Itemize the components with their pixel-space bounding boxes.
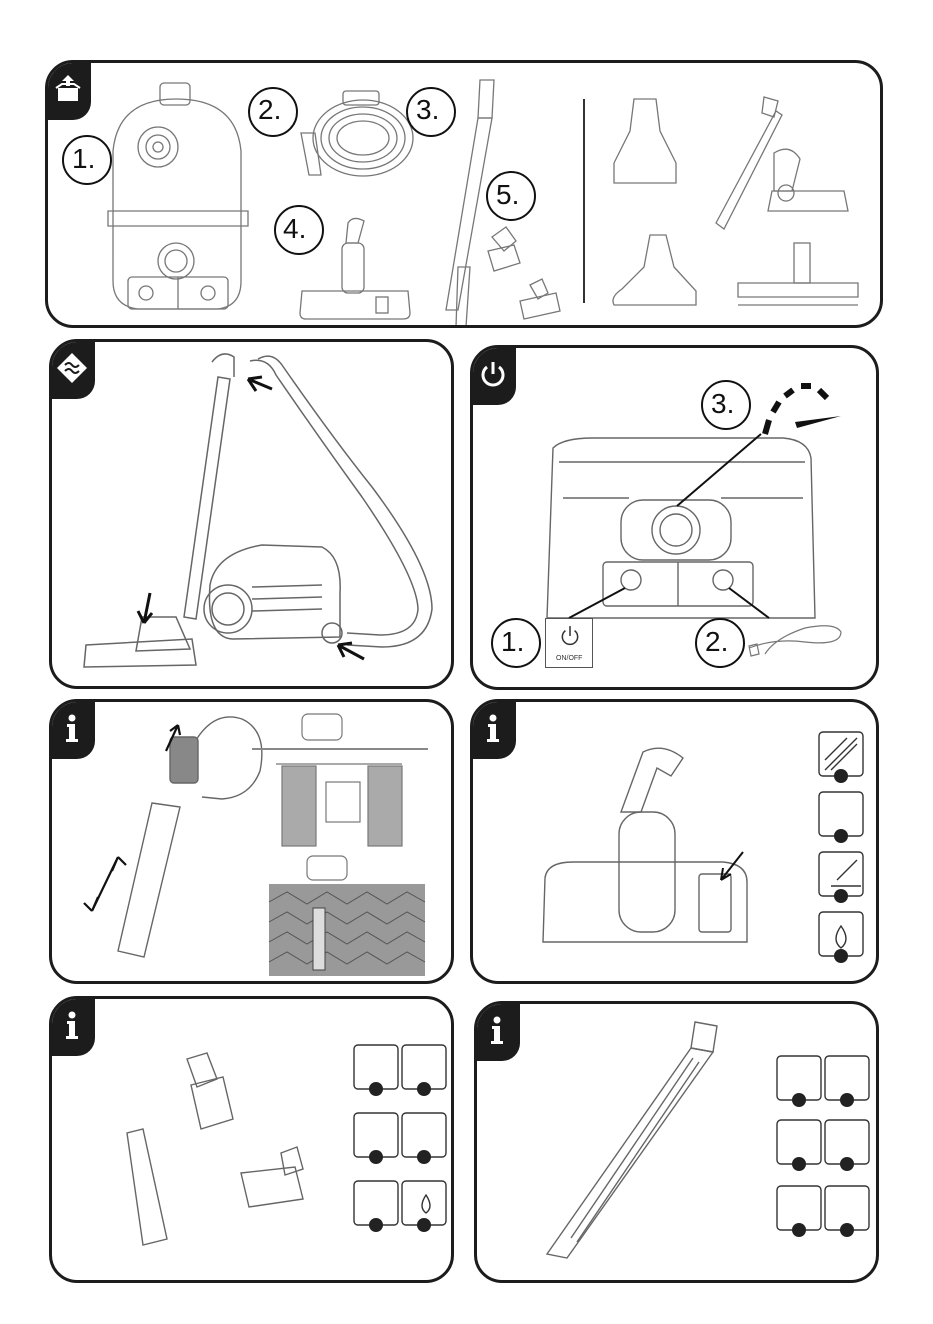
panel-assembly [49,339,454,689]
assembled-vacuum-illustration [72,347,452,687]
curtain-cleaning-illustration [272,712,422,852]
optional-accessories-illustration [604,83,864,323]
info-icon [480,1013,514,1047]
control-panel-illustration [533,428,833,628]
info-icon [476,711,510,745]
tab-unpack [45,60,91,120]
step-5-label: 5. [496,179,519,211]
step-2-label: 2. [258,94,281,126]
panel-power: 3. 1. [470,345,879,690]
step-1-label-power: 1. [501,626,524,658]
power-symbol-icon [557,623,583,649]
step-3-label-power: 3. [711,388,734,420]
panel-nozzle-info [470,699,879,984]
onoff-label: ON/OFF [556,655,582,662]
power-icon [476,357,510,391]
panel-contents: 1. 2. 3. 4. 5. [45,60,883,328]
crevice-usage-icons [775,1054,875,1244]
crevice-tool-illustration [537,1018,737,1268]
tab-power [470,345,516,405]
floor-nozzle-detail-illustration [533,742,763,962]
onoff-button-graphic: ON/OFF [545,618,593,668]
carpet-cleaning-illustration [267,852,427,982]
hose-illustration [293,83,423,193]
power-cord-illustration [745,618,855,668]
tab-info-4 [474,1001,520,1061]
tab-info-3 [49,996,95,1056]
info-icon [55,1008,89,1042]
surface-suitability-icons [817,730,867,970]
tool-usage-icons [352,1043,452,1233]
panel-hose-info [49,699,454,984]
unpack-box-icon [51,72,85,106]
divider-line [583,99,585,303]
vacuum-body-illustration [98,81,258,321]
step-1-label: 1. [72,143,95,175]
floor-nozzle-illustration [298,213,418,323]
panel-crevice-info [474,1001,879,1283]
tab-info-2 [470,699,516,759]
panel-tools-info [49,996,454,1283]
accessory-tools-illustration [448,223,578,328]
tools-illustration [107,1049,307,1264]
step-2-label-power: 2. [705,626,728,658]
